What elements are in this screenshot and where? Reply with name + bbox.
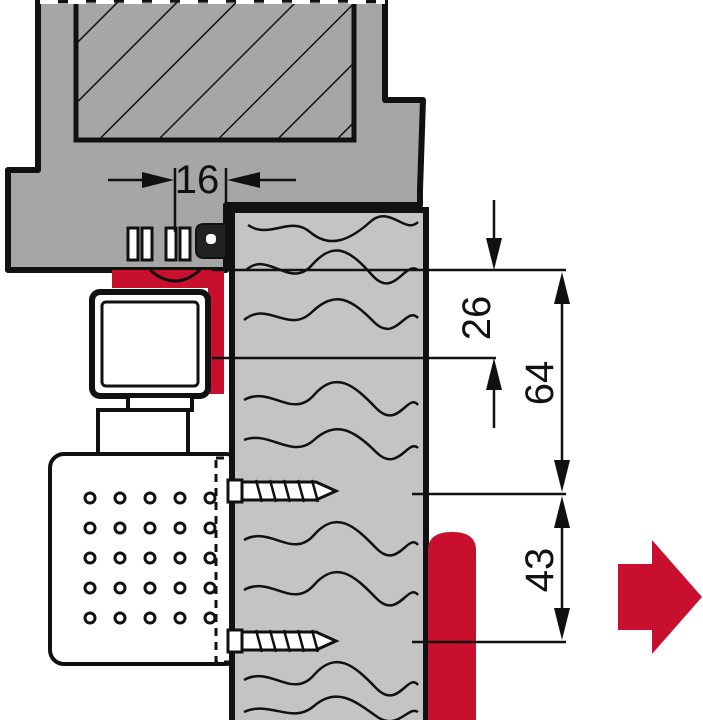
frame-profile	[5, 0, 426, 273]
door-closer-body	[48, 452, 242, 666]
red-stop-bar	[428, 532, 476, 720]
screw-upper	[226, 478, 340, 504]
red-mounting-plate	[112, 268, 224, 394]
frame-hatched-section	[73, 0, 357, 143]
arrow-right-icon	[618, 540, 702, 654]
screw-lower	[226, 628, 340, 654]
dimension-label-64: 64	[518, 361, 562, 406]
dimension-label-16: 16	[175, 158, 220, 202]
wood-grain	[243, 214, 419, 720]
mounting-pins	[126, 226, 192, 262]
dimension-arrowheads	[142, 172, 570, 640]
bracket-block	[89, 289, 211, 460]
dimension-label-43: 43	[518, 548, 562, 593]
dimension-label-26: 26	[455, 296, 499, 341]
